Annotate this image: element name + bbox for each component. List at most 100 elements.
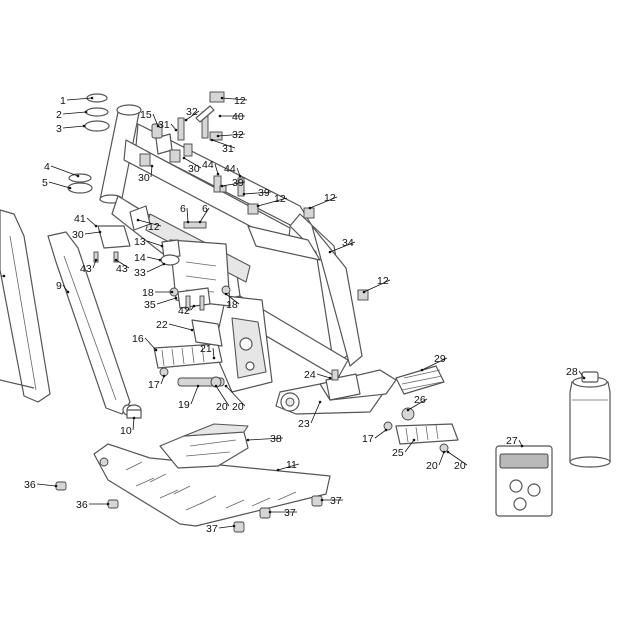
callout-leader xyxy=(146,263,165,273)
callout-leader xyxy=(86,217,97,227)
callout-dot xyxy=(136,218,140,222)
callout-label: 44 xyxy=(224,163,236,175)
callout-label: 5 xyxy=(42,177,48,189)
callout-dot xyxy=(224,292,228,296)
callout-dot xyxy=(582,376,586,380)
callout-leader xyxy=(183,157,202,169)
callout-label: 12 xyxy=(377,275,389,287)
callout-label: 33 xyxy=(134,267,146,279)
callout-leader xyxy=(316,373,331,379)
callout-leader xyxy=(48,181,71,189)
callout-label: 6 xyxy=(202,203,208,215)
bushing-10 xyxy=(126,404,142,419)
callout-label: 30 xyxy=(72,229,84,241)
callout-label: 38 xyxy=(270,433,282,445)
callout-leader xyxy=(310,401,321,424)
callout-dot xyxy=(174,128,178,132)
callout-dot xyxy=(94,224,98,228)
callout-dot xyxy=(212,356,216,360)
callout-leader xyxy=(92,259,97,269)
callout-label: 25 xyxy=(392,447,404,459)
callout-dot xyxy=(220,184,224,188)
callout-leader xyxy=(185,110,200,121)
callout-label: 44 xyxy=(202,159,214,171)
callout-label: 20 xyxy=(216,401,228,413)
callout-label: 37 xyxy=(284,507,296,519)
callout-dot xyxy=(384,428,388,432)
callout-dot xyxy=(328,376,332,380)
callout-dot xyxy=(190,328,194,332)
callout-dot xyxy=(420,368,424,372)
callout-leader xyxy=(160,375,165,385)
callout-dot xyxy=(84,110,88,114)
callout-label: 18 xyxy=(142,287,154,299)
callout-label: 12 xyxy=(148,221,160,233)
callout-label: 34 xyxy=(342,237,354,249)
callout-label: 30 xyxy=(138,172,150,184)
callout-leader xyxy=(132,417,135,431)
callout-dot xyxy=(318,400,322,404)
callout-dot xyxy=(268,510,272,514)
callout-label: 36 xyxy=(76,499,88,511)
callout-leader xyxy=(186,207,189,223)
callout-dot xyxy=(2,274,6,278)
side-panel-9 xyxy=(47,231,134,416)
callout-dot xyxy=(520,444,524,448)
callout-leader xyxy=(190,385,199,405)
callout-label: 32 xyxy=(232,129,244,141)
callout-label: 1 xyxy=(60,95,66,107)
callout-label: 20 xyxy=(426,460,438,472)
callout-leader xyxy=(247,437,284,441)
callout-label: 43 xyxy=(80,263,92,275)
callout-dot xyxy=(170,290,174,294)
callout-leader xyxy=(62,111,87,115)
callout-leader xyxy=(257,197,288,207)
callout-leader xyxy=(218,525,235,529)
screws xyxy=(55,481,323,533)
callout-leader xyxy=(212,347,215,359)
callout-label: 42 xyxy=(178,305,190,317)
callout-label: 23 xyxy=(298,418,310,430)
callout-leader xyxy=(62,284,69,293)
callout-leader xyxy=(84,231,101,235)
callout-leader xyxy=(438,451,445,466)
callout-dot xyxy=(256,204,260,208)
part-29 xyxy=(395,365,445,395)
callout-leader xyxy=(221,97,248,101)
callout-leader xyxy=(578,370,585,379)
callout-leader xyxy=(168,323,193,331)
callout-dot xyxy=(90,96,94,100)
callout-label: 17 xyxy=(148,379,160,391)
callout-leader xyxy=(236,167,241,177)
callout-dot xyxy=(184,118,188,122)
callout-leader xyxy=(363,279,391,293)
callout-label: 13 xyxy=(134,236,146,248)
callout-leader xyxy=(277,463,300,471)
callout-dot xyxy=(246,438,250,442)
callout-label: 35 xyxy=(144,299,156,311)
callout-leader xyxy=(115,259,130,269)
callout-label: 24 xyxy=(304,369,316,381)
callout-label: 11 xyxy=(286,459,297,471)
callout-label: 12 xyxy=(234,95,246,107)
callout-label: 2 xyxy=(56,109,62,121)
callout-dot xyxy=(114,258,118,262)
callout-leader xyxy=(62,125,85,129)
callout-dot xyxy=(308,206,312,210)
callout-dot xyxy=(158,258,162,262)
callout-leader xyxy=(146,256,161,261)
callout-dot xyxy=(412,438,416,442)
callout-dot xyxy=(98,230,102,234)
callout-dot xyxy=(150,164,154,168)
callout-dot xyxy=(174,296,178,300)
callout-leader xyxy=(144,337,157,351)
callout-leader xyxy=(421,357,448,371)
callout-label: 18 xyxy=(226,299,238,311)
callout-label: 22 xyxy=(156,319,168,331)
callout-label: 30 xyxy=(188,163,200,175)
callout-leader xyxy=(243,191,272,195)
callout-leader xyxy=(225,385,246,407)
callout-dot xyxy=(232,524,236,528)
callout-leader xyxy=(217,133,246,137)
